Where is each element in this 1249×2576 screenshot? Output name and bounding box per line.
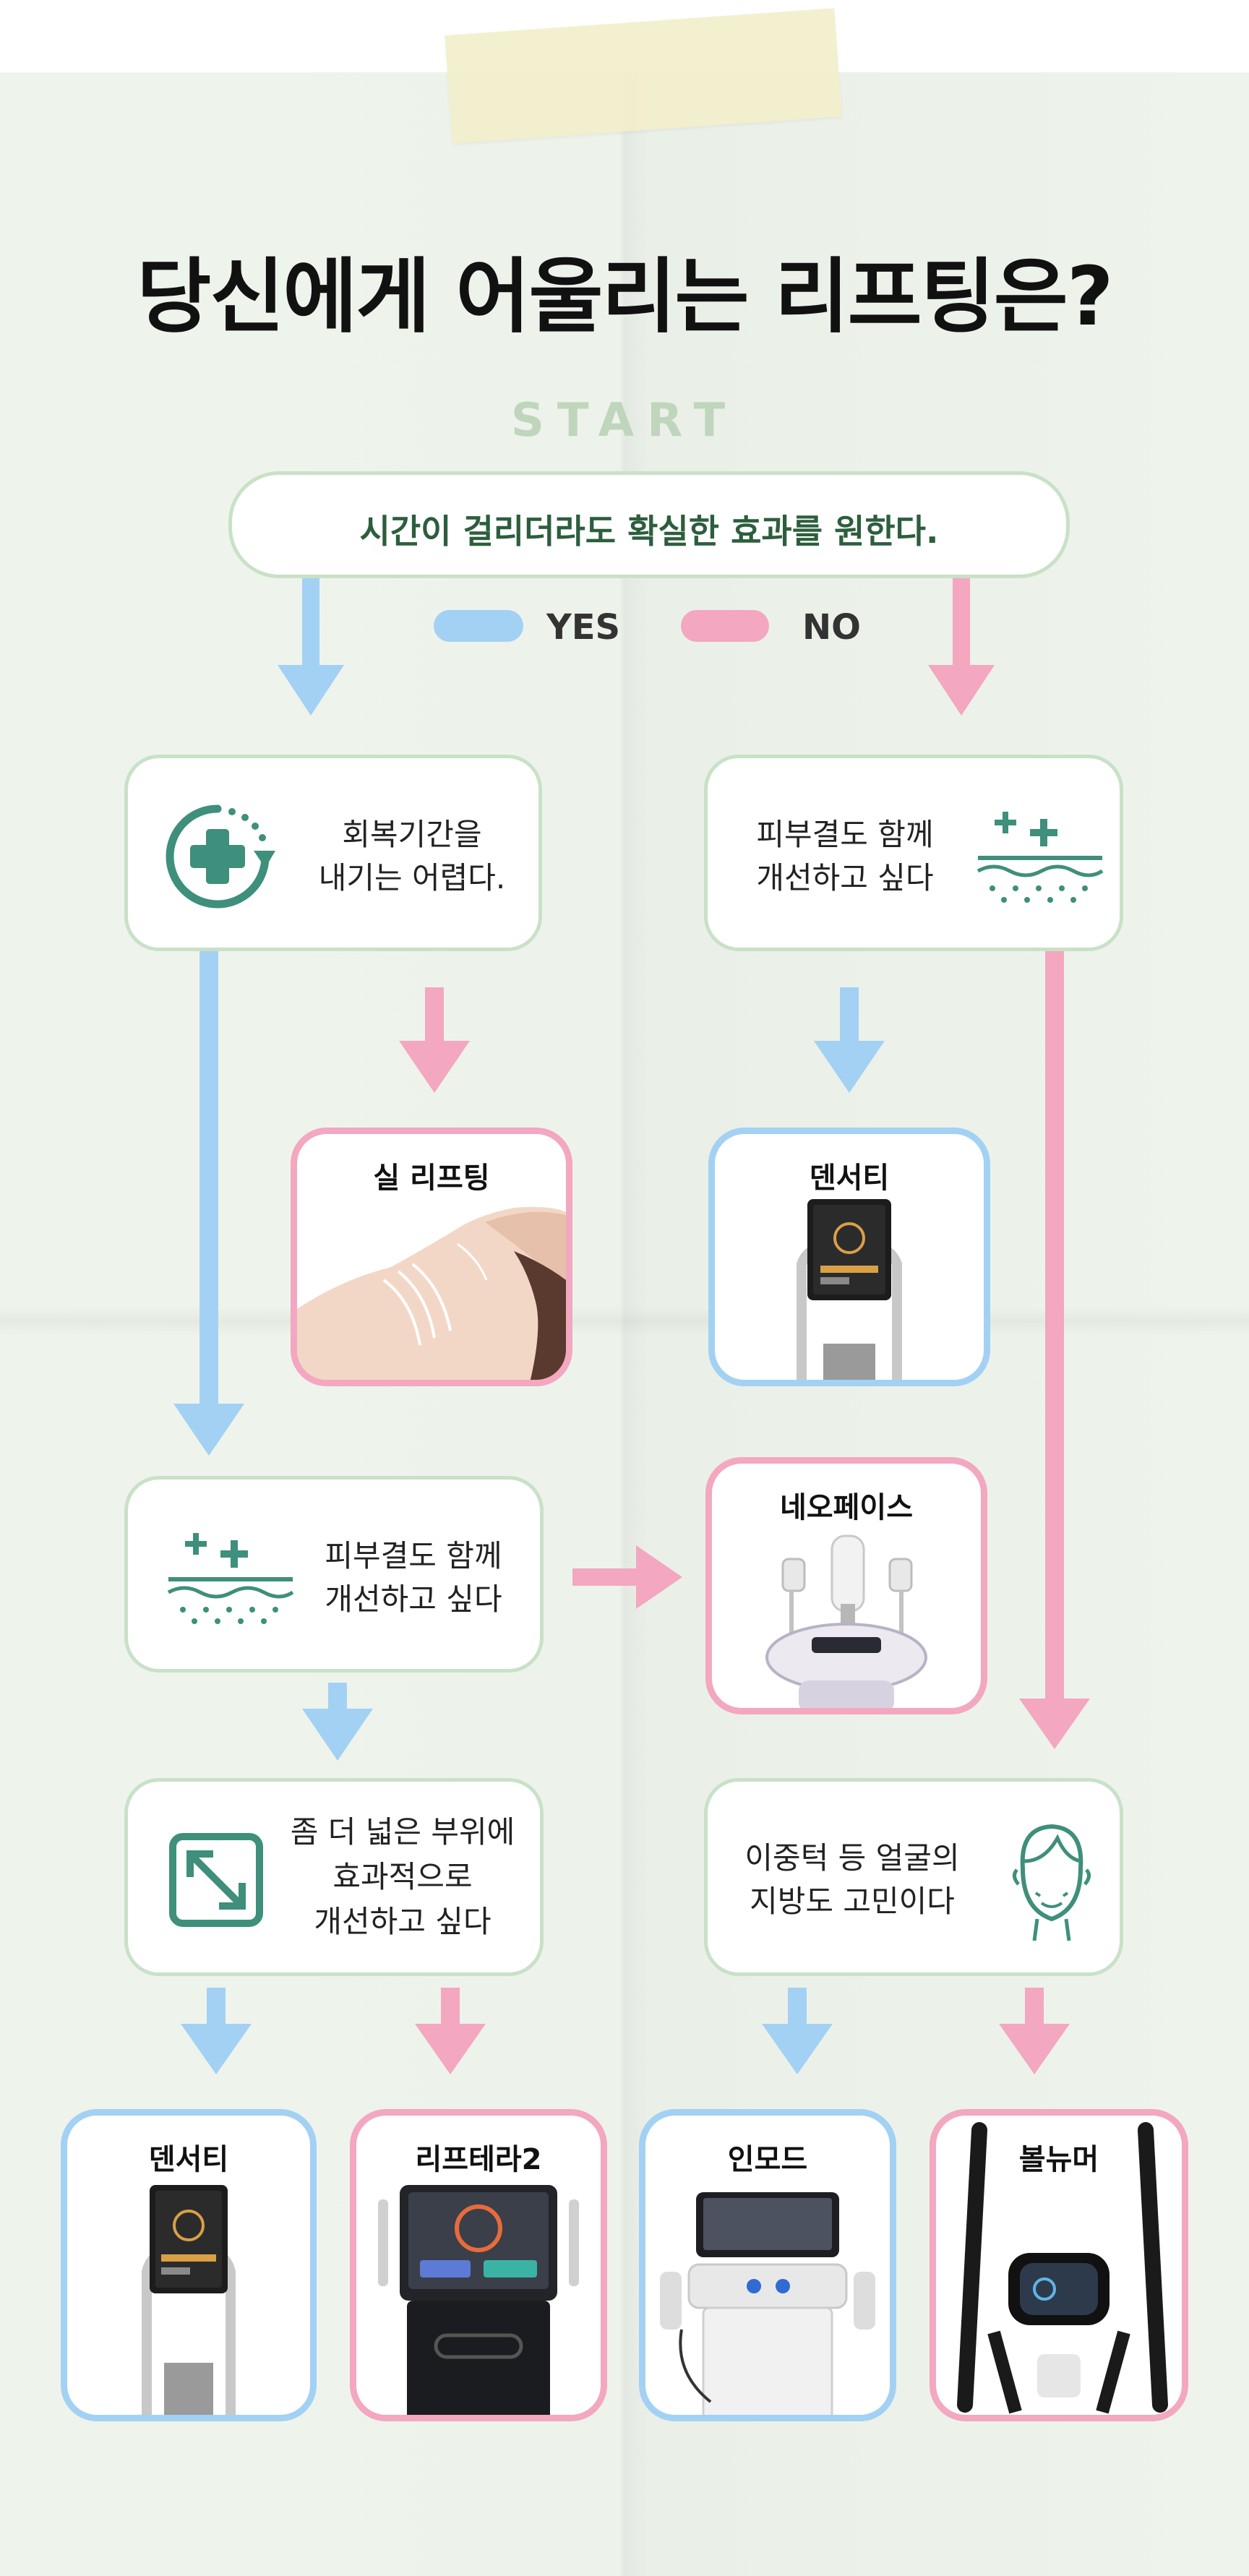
skin-texture-icon (977, 812, 1104, 903)
question-recovery-line2: 내기는 어렵다. (318, 860, 506, 896)
result-thread-lifting: 실 리프팅 (291, 1128, 572, 1386)
arrow-skin-left-yes (302, 1683, 373, 1761)
question-skin-left-line2: 개선하고 싶다 (325, 1581, 502, 1617)
question-skin-left-box: 피부결도 함께 개선하고 싶다 (124, 1476, 544, 1673)
legend-no-swatch (681, 610, 769, 642)
legend-yes-label: YES (546, 607, 621, 648)
arrow-recovery-yes (173, 951, 244, 1456)
result-liftera2: 리프테라2 (350, 2109, 607, 2421)
question-recovery-line1: 회복기간을 (342, 817, 482, 852)
arrow-recovery-no (399, 987, 470, 1093)
arrow-start-no (928, 578, 995, 716)
arrow-chin-no (999, 1988, 1070, 2074)
neoface-device-image (765, 1534, 927, 1708)
result-inmode: 인모드 (639, 2109, 896, 2421)
result-inmode-label: 인모드 (727, 2143, 808, 2176)
result-density-top: 덴서티 (708, 1128, 990, 1386)
question-recovery-box: 회복기간을 내기는 어렵다. (124, 755, 542, 951)
result-neoface-label: 네오페이스 (780, 1491, 913, 1524)
result-density-top-label: 덴서티 (809, 1162, 890, 1195)
question-skin-right-line1: 피부결도 함께 (756, 817, 934, 852)
density-device-image (142, 2185, 236, 2415)
skin-texture-icon (167, 1533, 294, 1624)
arrow-start-yes (278, 578, 344, 716)
legend-no-label: NO (802, 607, 861, 648)
arrow-wide-yes (181, 1988, 252, 2074)
result-volnewmer: 볼뉴머 (930, 2109, 1188, 2421)
question-double-chin-box: 이중턱 등 얼굴의 지방도 고민이다 (704, 1778, 1123, 1976)
density-device-image (797, 1199, 902, 1380)
question-double-chin-line2: 지방도 고민이다 (750, 1884, 955, 1919)
legend-yes-swatch (434, 610, 523, 642)
start-question-box: 시간이 걸리더라도 확실한 효과를 원한다. (228, 471, 1070, 578)
inmode-device-image (660, 2192, 875, 2415)
question-skin-right-box: 피부결도 함께 개선하고 싶다 (704, 755, 1123, 951)
arrow-chin-yes (762, 1988, 833, 2074)
question-skin-left-line1: 피부결도 함께 (325, 1538, 502, 1573)
page-title: 당신에게 어울리는 리프팅은? (137, 250, 1113, 344)
question-wide-area-box: 좀 더 넓은 부위에 효과적으로 개선하고 싶다 (124, 1778, 544, 1976)
arrow-skin-right-no (1019, 951, 1090, 1749)
recovery-cross-icon (166, 804, 275, 909)
arrow-skin-left-no (572, 1545, 682, 1609)
arrow-skin-right-yes (814, 987, 885, 1093)
result-neoface: 네오페이스 (705, 1457, 987, 1714)
result-density-bottom-label: 덴서티 (148, 2143, 229, 2176)
face-profile-image (297, 1206, 566, 1380)
start-label: START (510, 394, 739, 447)
question-wide-area-line2: 효과적으로 (332, 1859, 473, 1894)
question-wide-area-line1: 좀 더 넓은 부위에 (290, 1814, 515, 1850)
expand-arrows-icon (169, 1833, 263, 1927)
result-liftera2-label: 리프테라2 (415, 2143, 542, 2176)
start-question-text: 시간이 걸리더라도 확실한 효과를 원한다. (359, 512, 939, 551)
question-double-chin-line1: 이중턱 등 얼굴의 (744, 1840, 960, 1876)
question-wide-area-line3: 개선하고 싶다 (314, 1904, 492, 1939)
result-density-bottom: 덴서티 (61, 2109, 317, 2421)
liftera2-device-image (378, 2185, 579, 2415)
face-outline-icon (1013, 1824, 1091, 1941)
volnewmer-device-image (957, 2122, 1168, 2414)
result-volnewmer-label: 볼뉴머 (1018, 2143, 1099, 2176)
result-thread-lifting-label: 실 리프팅 (373, 1162, 490, 1195)
arrow-wide-no (415, 1988, 486, 2074)
question-skin-right-line2: 개선하고 싶다 (756, 860, 934, 896)
